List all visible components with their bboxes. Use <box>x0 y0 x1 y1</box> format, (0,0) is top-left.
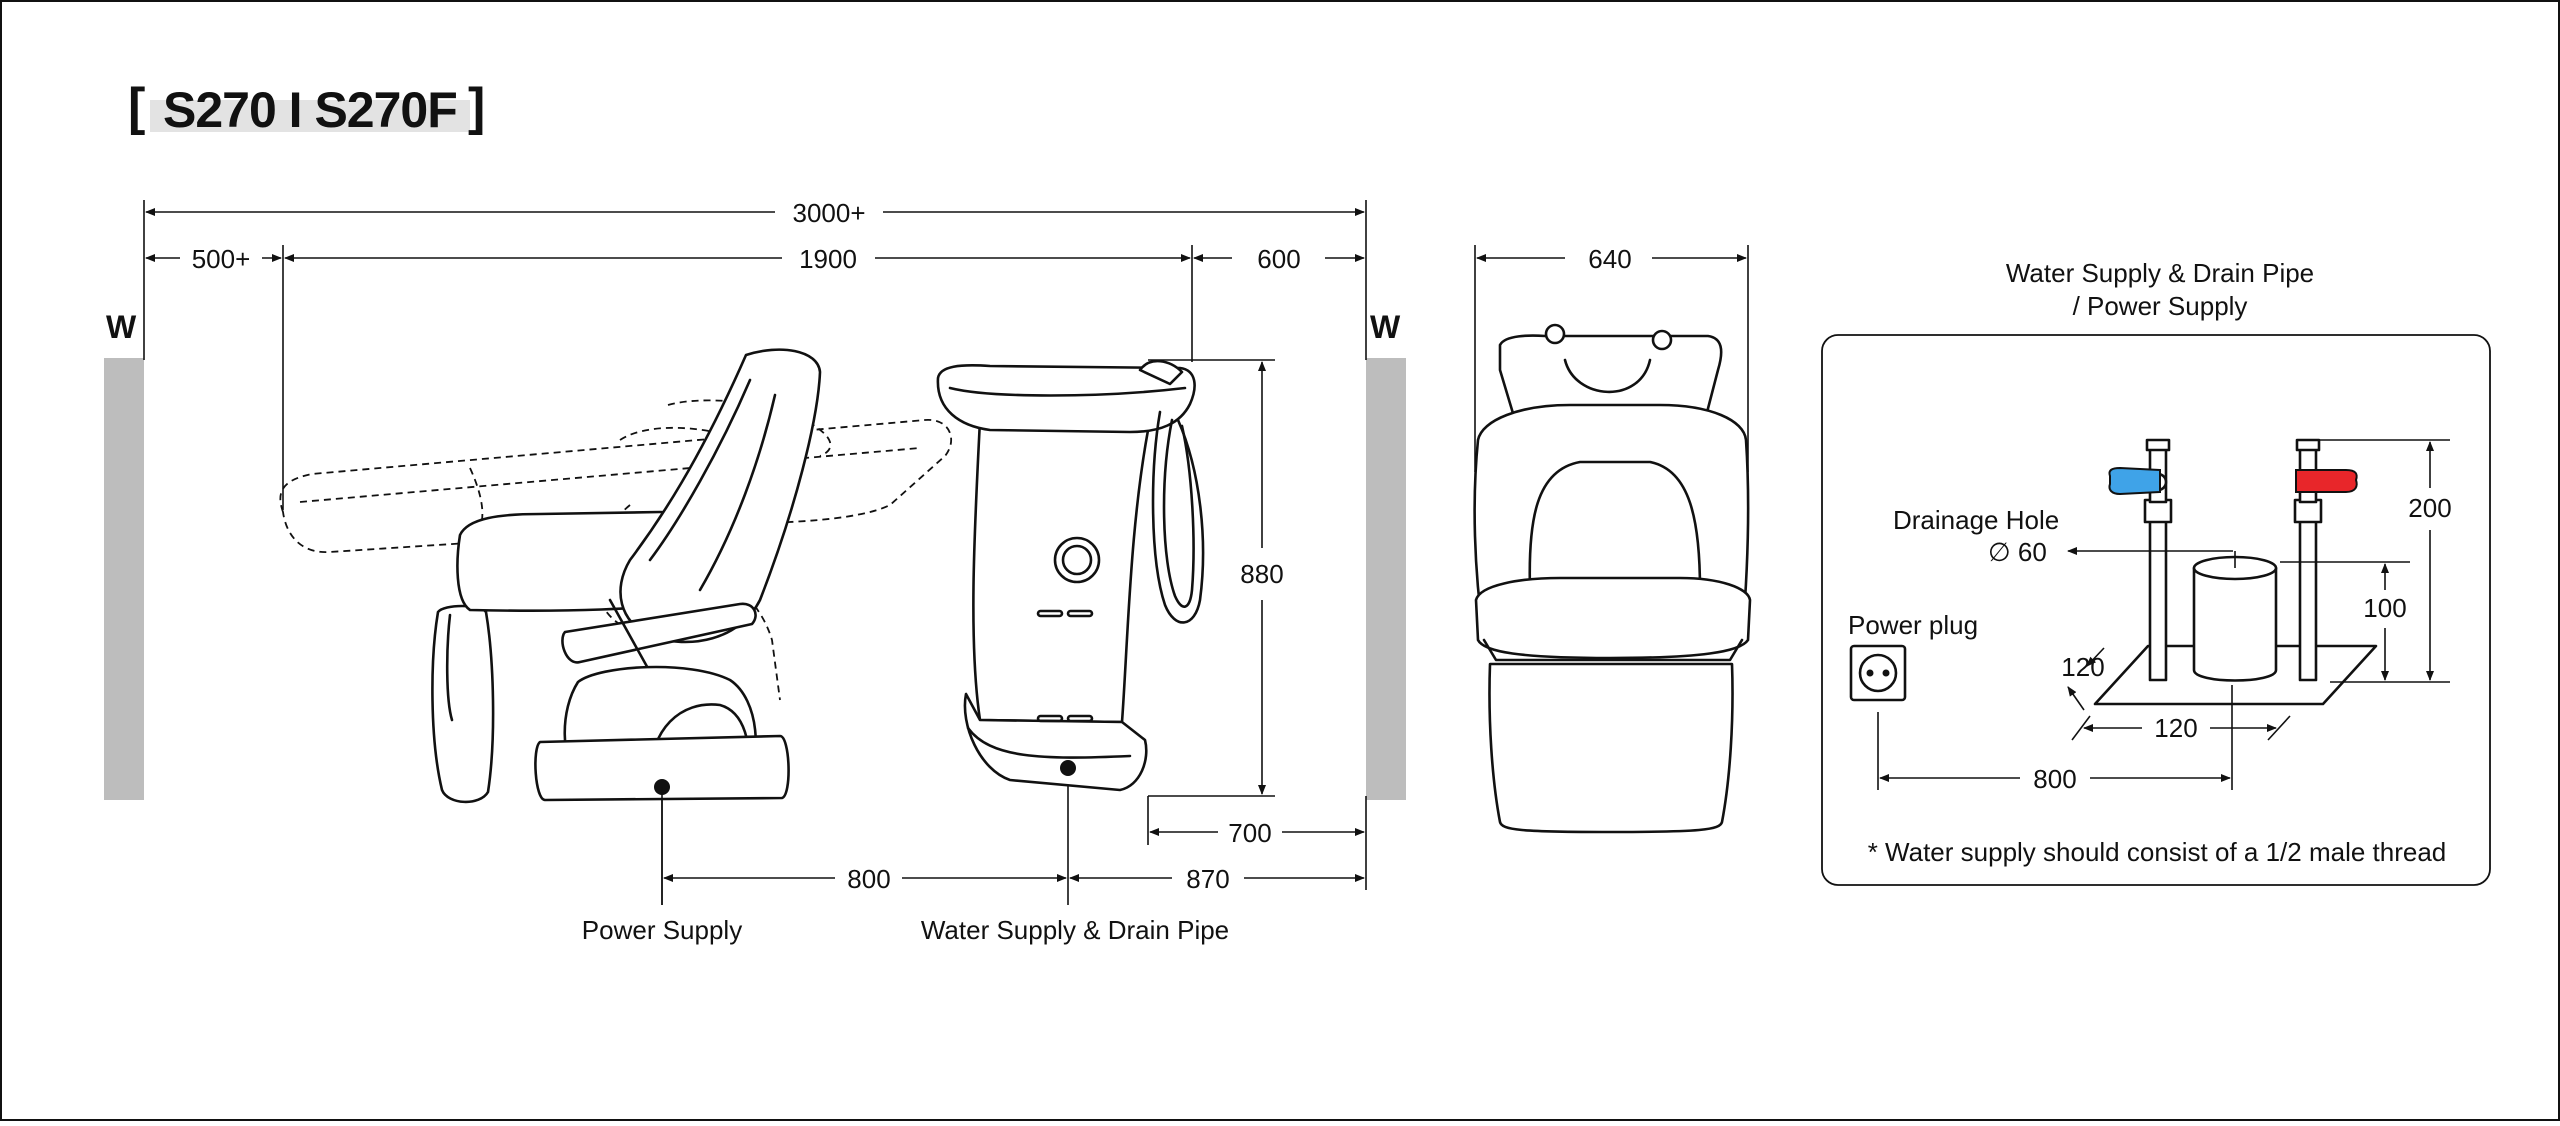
dim-power-to-water-label: 800 <box>847 864 890 894</box>
hot-valve-handle <box>2295 469 2358 493</box>
bowl-hose <box>1151 410 1205 624</box>
dimension-lines <box>145 208 1747 882</box>
water-supply-point <box>1060 760 1076 776</box>
drainage-hole-label: Drainage Hole <box>1893 505 2059 535</box>
water-thread-note: * Water supply should consist of a 1/2 m… <box>1868 837 2447 867</box>
water-drain-label: Water Supply & Drain Pipe <box>921 915 1229 945</box>
front-legrest <box>1488 662 1734 834</box>
floor-plate <box>2093 644 2378 706</box>
dim-100-label: 100 <box>2363 593 2406 623</box>
dim-800-label: 800 <box>2033 764 2076 794</box>
dim-120-width-label: 120 <box>2154 713 2197 743</box>
chair-front-view <box>1473 323 1752 834</box>
front-seat <box>1474 576 1752 660</box>
dim-water-to-wall-label: 870 <box>1186 864 1229 894</box>
chair-side-view <box>279 348 953 905</box>
dim-left-clear-label: 500+ <box>192 244 251 274</box>
chair-legrest <box>431 604 495 804</box>
drain-pipe <box>2192 551 2278 682</box>
dim-120-depth-label: 120 <box>2061 652 2104 682</box>
wall-left <box>104 358 144 800</box>
wall-right-label: W <box>1370 309 1401 345</box>
bowl-basin <box>936 364 1196 434</box>
chair-armrest <box>561 602 757 664</box>
detail-box <box>1821 334 2491 886</box>
wall-left-label: W <box>106 309 137 345</box>
cold-valve-handle <box>2108 466 2161 496</box>
detail-panel: Water Supply & Drain Pipe / Power Supply <box>1821 258 2491 886</box>
dim-total-label: 3000+ <box>792 198 865 228</box>
bowl-faucet <box>1138 359 1184 386</box>
detail-title-line2: / Power Supply <box>2073 291 2248 321</box>
dim-right-clear-label: 600 <box>1257 244 1300 274</box>
chair-footplate <box>534 734 790 802</box>
chair-backrest <box>619 348 822 644</box>
dim-chair-length-label: 1900 <box>799 244 857 274</box>
title-band <box>150 100 470 132</box>
power-supply-label: Power Supply <box>582 915 742 945</box>
dim-height-label: 880 <box>1240 559 1283 589</box>
wall-right <box>1366 358 1406 800</box>
front-bowl <box>1498 334 1723 422</box>
bowl-control-ring <box>1053 536 1101 584</box>
title-text: S270 I S270F <box>163 82 457 138</box>
power-plug-icon <box>1849 644 1907 702</box>
title-bracket-open: [ <box>128 78 145 136</box>
dim-bowl-to-wall-label: 700 <box>1228 818 1271 848</box>
dim-200-label: 200 <box>2408 493 2451 523</box>
bowl-side-view <box>936 359 1205 792</box>
detail-title-line1: Water Supply & Drain Pipe <box>2006 258 2314 288</box>
power-plug-label: Power plug <box>1848 610 1978 640</box>
title-bracket-close: ] <box>468 78 485 136</box>
dim-front-width-label: 640 <box>1588 244 1631 274</box>
bowl-column <box>972 418 1152 724</box>
drainage-diameter-label: ∅ 60 <box>1988 537 2047 567</box>
model-title: [ S270 I S270F ] <box>128 78 485 138</box>
